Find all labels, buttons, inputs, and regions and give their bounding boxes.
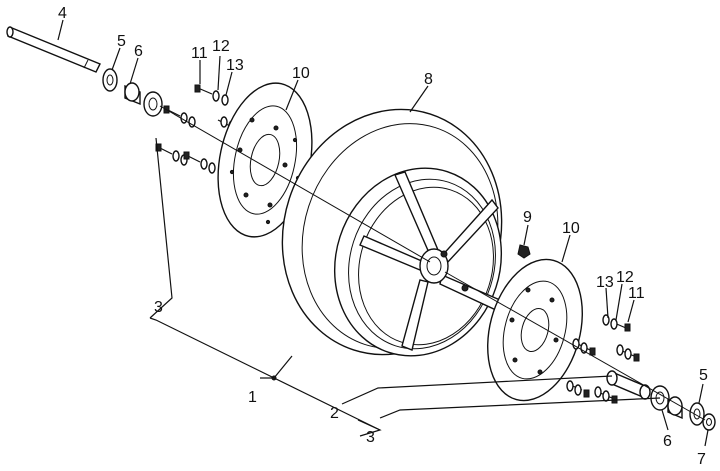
- callout-11-left: 11: [191, 45, 208, 62]
- callout-8: 8: [424, 71, 433, 88]
- callout-4: 4: [58, 5, 67, 22]
- callout-12-right: 12: [616, 269, 634, 286]
- callout-5-right: 5: [699, 367, 708, 384]
- wheel-hub: [419, 248, 469, 292]
- axis-lines: [159, 105, 706, 421]
- callout-10-left: 10: [292, 65, 310, 82]
- callout-6-left: 6: [134, 43, 143, 60]
- callout-13-right: 13: [596, 274, 614, 291]
- axle-nut: [702, 413, 716, 431]
- callout-7: 7: [697, 451, 706, 468]
- callout-1: 1: [248, 389, 257, 406]
- callout-3-bottom: 3: [366, 429, 375, 446]
- callout-12-left: 12: [212, 38, 230, 55]
- left-seal: [102, 68, 118, 92]
- callout-11-right: 11: [628, 285, 645, 302]
- right-spacer: [606, 370, 651, 400]
- axle: [6, 26, 101, 73]
- valve-nut: [517, 244, 531, 259]
- callout-9: 9: [523, 209, 532, 226]
- callout-3-top: 3: [154, 299, 163, 316]
- left-bearing: [143, 91, 163, 117]
- callouts: 4 5 6 11 12 13 10 8 9 10 13 12 11 3 1 2 …: [58, 5, 708, 468]
- right-seal: [689, 402, 705, 426]
- callout-6-right: 6: [663, 433, 672, 450]
- callout-13-left: 13: [226, 57, 244, 74]
- callout-2: 2: [330, 405, 339, 422]
- leader-lines: [57, 19, 709, 447]
- callout-5-left: 5: [117, 33, 126, 50]
- left-bearing-spacer: [124, 82, 141, 106]
- callout-10-right: 10: [562, 220, 580, 237]
